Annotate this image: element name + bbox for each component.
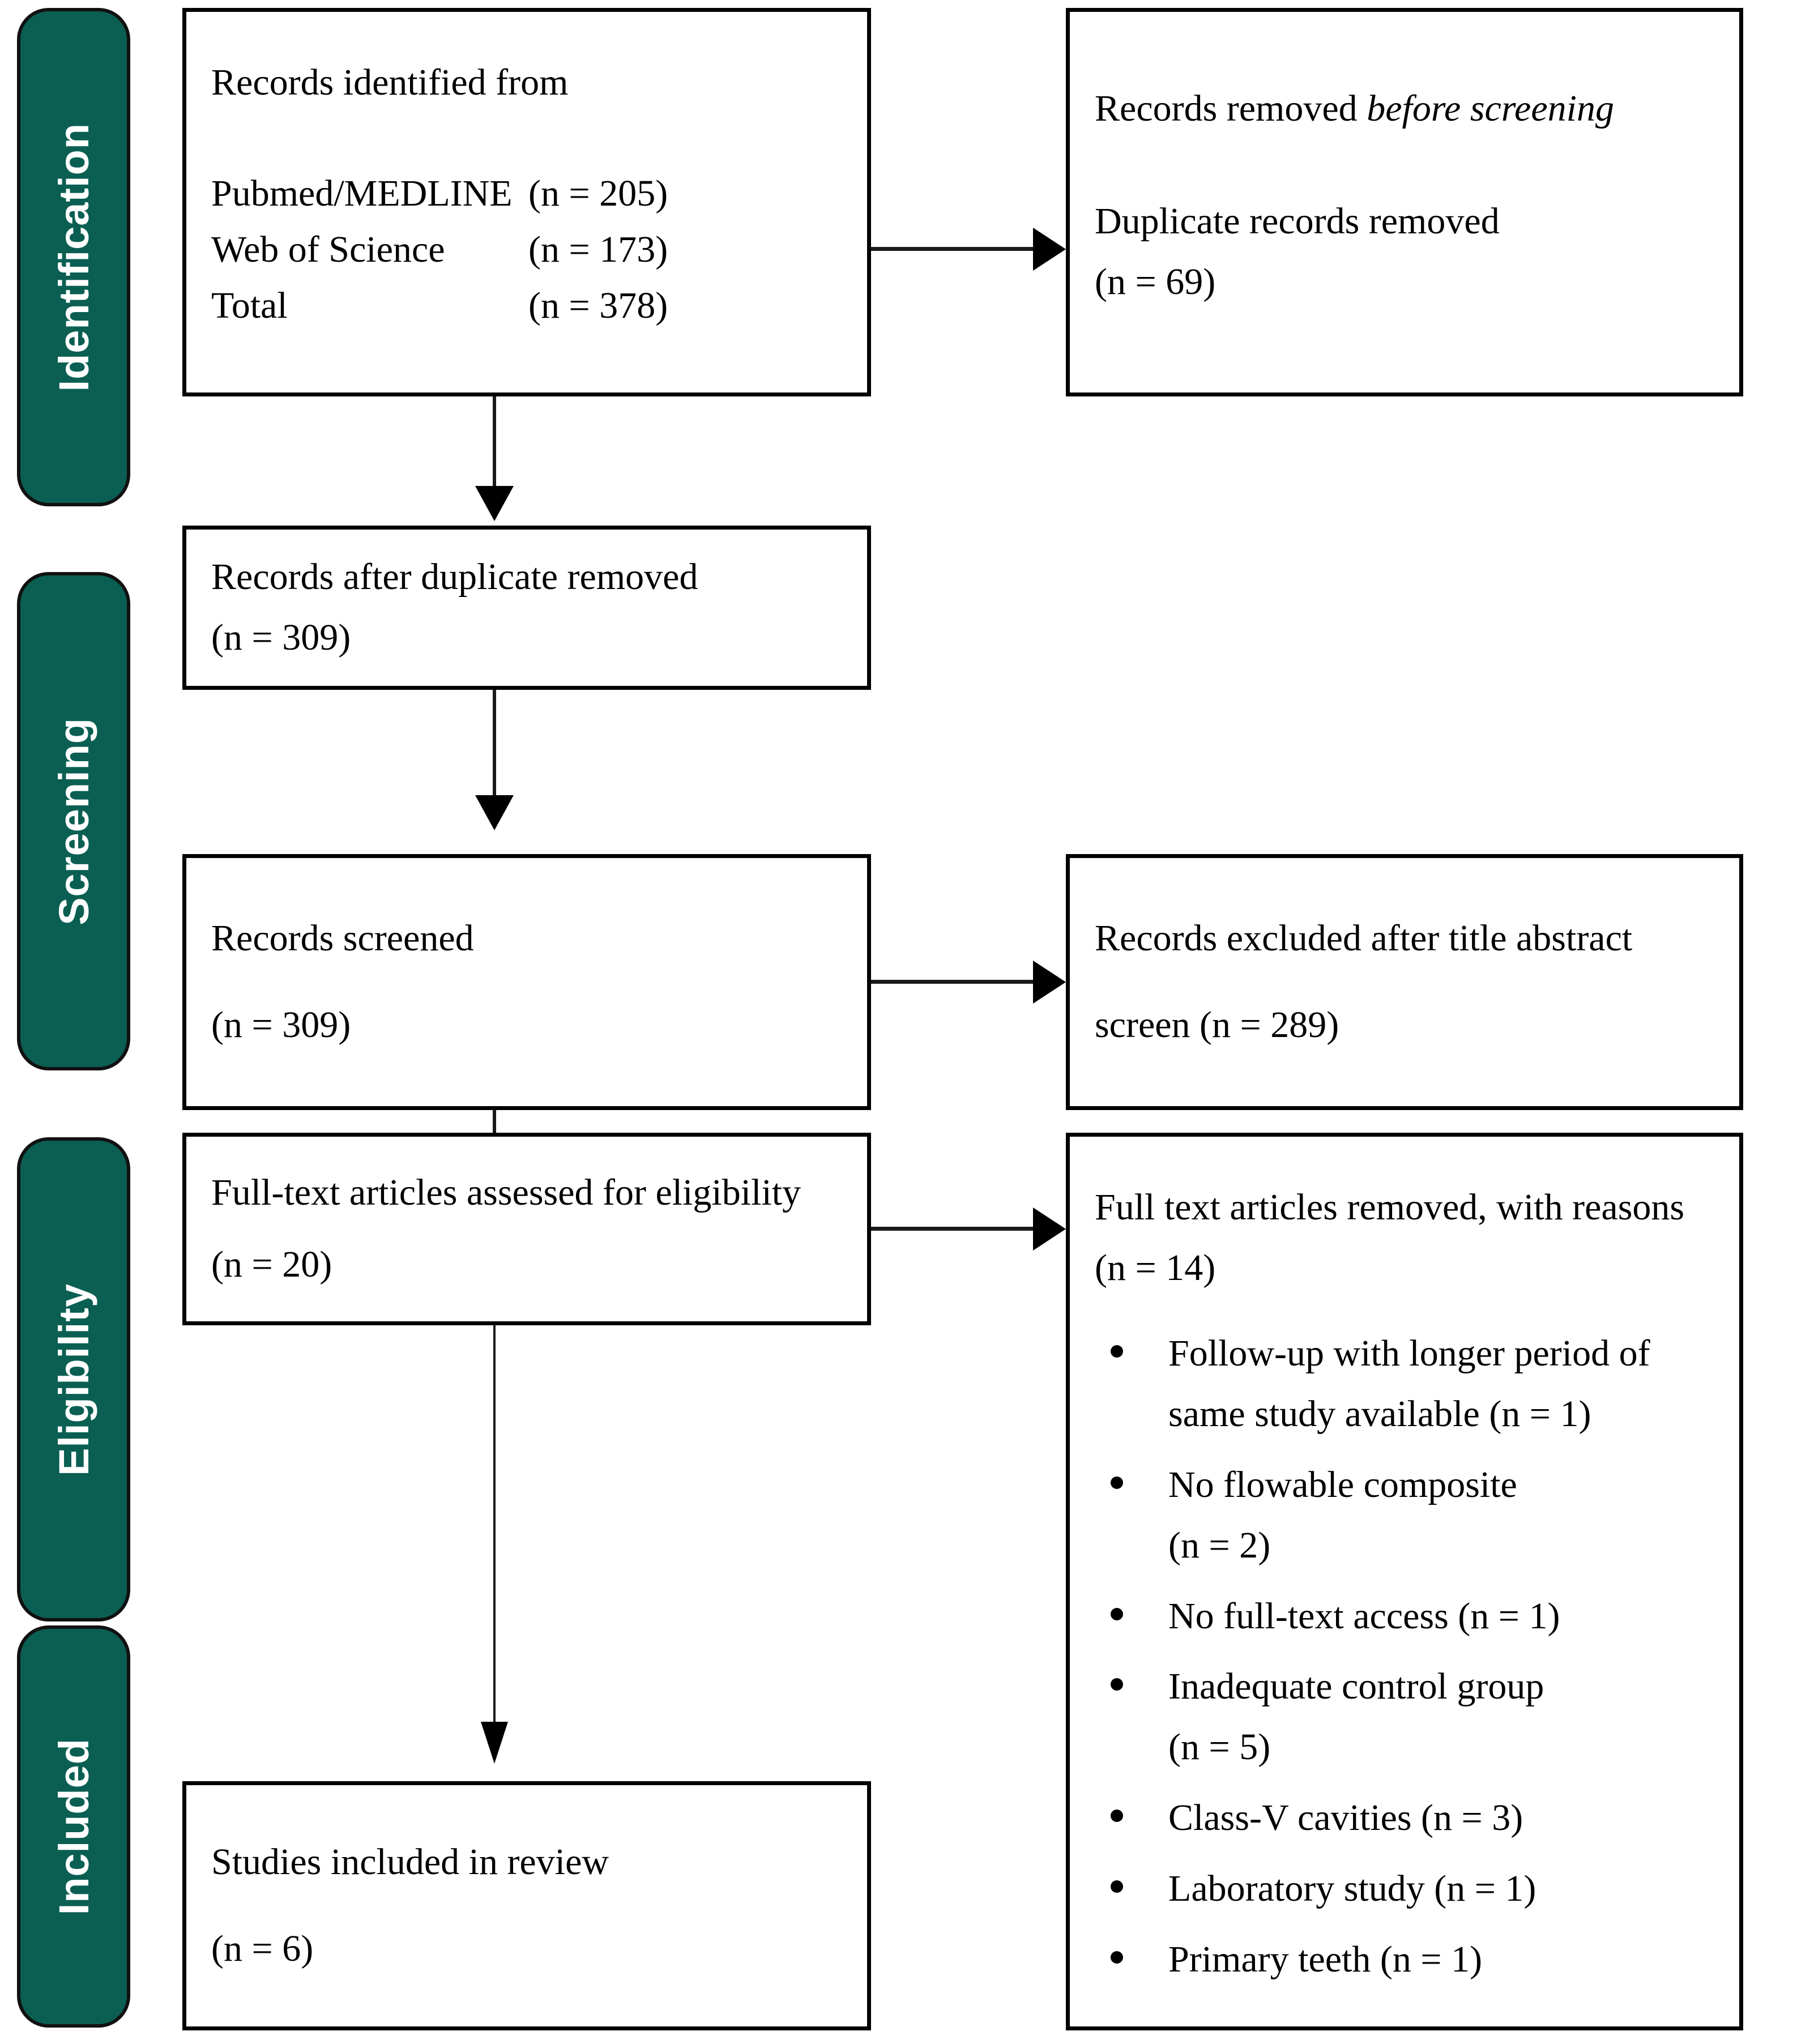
box-studies-included: Studies included in review (n = 6) (182, 1781, 871, 2030)
spacer (211, 113, 842, 165)
box-records-screened: Records screened (n = 309) (182, 854, 871, 1110)
exclusion-reason-list: Follow-up with longer period of same stu… (1095, 1324, 1714, 2000)
source-count-web-of-science: (n = 173) (528, 228, 668, 270)
bullet-icon (1111, 1880, 1123, 1893)
box-full-text-assessed: Full-text articles assessed for eligibil… (182, 1133, 871, 1325)
exclusion-reason-item: No full-text access (n = 1) (1095, 1586, 1714, 1647)
arrowhead-down-icon (481, 1722, 508, 1764)
duplicate-records-removed-label: Duplicate records removed (1095, 200, 1500, 242)
source-name-total: Total (211, 284, 288, 326)
spacer (211, 1893, 842, 1919)
connector-afterdup-to-screened (475, 690, 514, 836)
records-excluded-label: Records excluded after title abstract (1095, 918, 1633, 959)
stage-label-included: Included (17, 1625, 130, 2028)
arrowhead-down-icon (475, 486, 514, 521)
source-count-pubmed: (n = 205) (528, 172, 668, 214)
stage-label-eligibility-text: Eligibility (50, 1283, 97, 1476)
source-count-total: (n = 378) (528, 284, 668, 326)
source-name-web-of-science: Web of Science (211, 228, 445, 270)
box-full-text-removed: Full text articles removed, with reasons… (1066, 1133, 1743, 2030)
source-row-total: Total (n = 378) (211, 278, 842, 334)
bullet-icon (1111, 1476, 1123, 1489)
connector-screened-to-excluded (871, 959, 1066, 1005)
full-text-removed-label: Full text articles removed, with reasons (1095, 1187, 1685, 1228)
bullet-icon (1111, 1810, 1123, 1823)
exclusion-reason-item: No flowable composite (n = 2) (1095, 1455, 1714, 1576)
box-records-removed-before-screening: Records removed before screening Duplica… (1066, 8, 1743, 396)
source-row-pubmed: Pubmed/MEDLINE (n = 205) (211, 165, 842, 221)
connector-line (871, 980, 1036, 984)
spacer (1095, 969, 1714, 995)
stage-label-screening: Screening (17, 572, 130, 1070)
arrowhead-right-icon (1033, 228, 1066, 271)
records-screened-label: Records screened (211, 918, 474, 959)
source-row-web-of-science: Web of Science (n = 173) (211, 221, 842, 278)
duplicate-records-removed-count: (n = 69) (1095, 261, 1216, 302)
full-text-assessed-label: Full-text articles assessed for eligibil… (211, 1172, 801, 1213)
spacer (1095, 1299, 1714, 1324)
stage-label-eligibility: Eligibility (17, 1137, 130, 1621)
connector-line (493, 396, 496, 488)
full-text-removed-count: (n = 14) (1095, 1247, 1216, 1288)
exclusion-reason-text: Inadequate control group (n = 5) (1168, 1666, 1544, 1768)
exclusion-reason-item: Class-V cavities (n = 3) (1095, 1788, 1714, 1849)
records-removed-heading: Records removed before screening (1095, 79, 1714, 139)
arrowhead-down-icon (475, 795, 514, 830)
spacer (1095, 53, 1714, 79)
bullet-icon (1111, 1678, 1123, 1691)
source-name-pubmed: Pubmed/MEDLINE (211, 172, 513, 214)
exclusion-reason-item: Follow-up with longer period of same stu… (1095, 1324, 1714, 1445)
connector-fulltext-to-removed (871, 1206, 1066, 1252)
exclusion-reason-text: Class-V cavities (n = 3) (1168, 1797, 1523, 1839)
connector-line (493, 690, 496, 797)
stage-label-screening-text: Screening (50, 717, 97, 925)
exclusion-reason-item: Primary teeth (n = 1) (1095, 1930, 1714, 1990)
spacer (1095, 139, 1714, 191)
exclusion-reason-item: Inadequate control group (n = 5) (1095, 1657, 1714, 1778)
arrowhead-right-icon (1033, 1207, 1066, 1251)
connector-line (493, 1325, 496, 1733)
records-after-duplicate-label: Records after duplicate removed (211, 556, 698, 598)
spacer (211, 969, 842, 995)
studies-included-count: (n = 6) (211, 1928, 314, 1969)
box-records-excluded: Records excluded after title abstract sc… (1066, 854, 1743, 1110)
connector-line (871, 247, 1036, 251)
full-text-assessed-count: (n = 20) (211, 1244, 332, 1286)
bullet-icon (1111, 1345, 1123, 1358)
stage-label-included-text: Included (50, 1738, 97, 1915)
records-identified-heading: Records identified from (211, 62, 569, 103)
records-removed-heading-plain: Records removed (1095, 88, 1367, 129)
records-after-duplicate-count: (n = 309) (211, 617, 351, 658)
connector-identified-to-afterdup (475, 396, 514, 527)
records-excluded-count: screen (n = 289) (1095, 1004, 1339, 1046)
records-removed-heading-italic: before screening (1367, 88, 1614, 129)
box-records-after-duplicate-removed: Records after duplicate removed (n = 309… (182, 526, 871, 690)
exclusion-reason-item: Laboratory study (n = 1) (1095, 1859, 1714, 1919)
exclusion-reason-text: No flowable composite (n = 2) (1168, 1463, 1517, 1566)
bullet-icon (1111, 1951, 1123, 1964)
studies-included-label: Studies included in review (211, 1841, 609, 1883)
stage-label-identification: Identification (17, 8, 130, 506)
bullet-icon (1111, 1607, 1123, 1620)
exclusion-reason-text: Laboratory study (n = 1) (1168, 1868, 1536, 1910)
stage-label-identification-text: Identification (50, 122, 97, 392)
exclusion-reason-text: Primary teeth (n = 1) (1168, 1939, 1483, 1981)
exclusion-reason-text: Follow-up with longer period of same stu… (1168, 1332, 1650, 1435)
records-screened-count: (n = 309) (211, 1004, 351, 1046)
exclusion-reason-text: No full-text access (n = 1) (1168, 1595, 1560, 1637)
arrowhead-right-icon (1033, 961, 1066, 1004)
connector-identified-to-removed (871, 227, 1066, 272)
spacer (211, 1223, 842, 1235)
connector-line (871, 1227, 1036, 1231)
box-records-identified: Records identified from Pubmed/MEDLINE (… (182, 8, 871, 396)
connector-fulltext-to-included (475, 1325, 514, 1778)
